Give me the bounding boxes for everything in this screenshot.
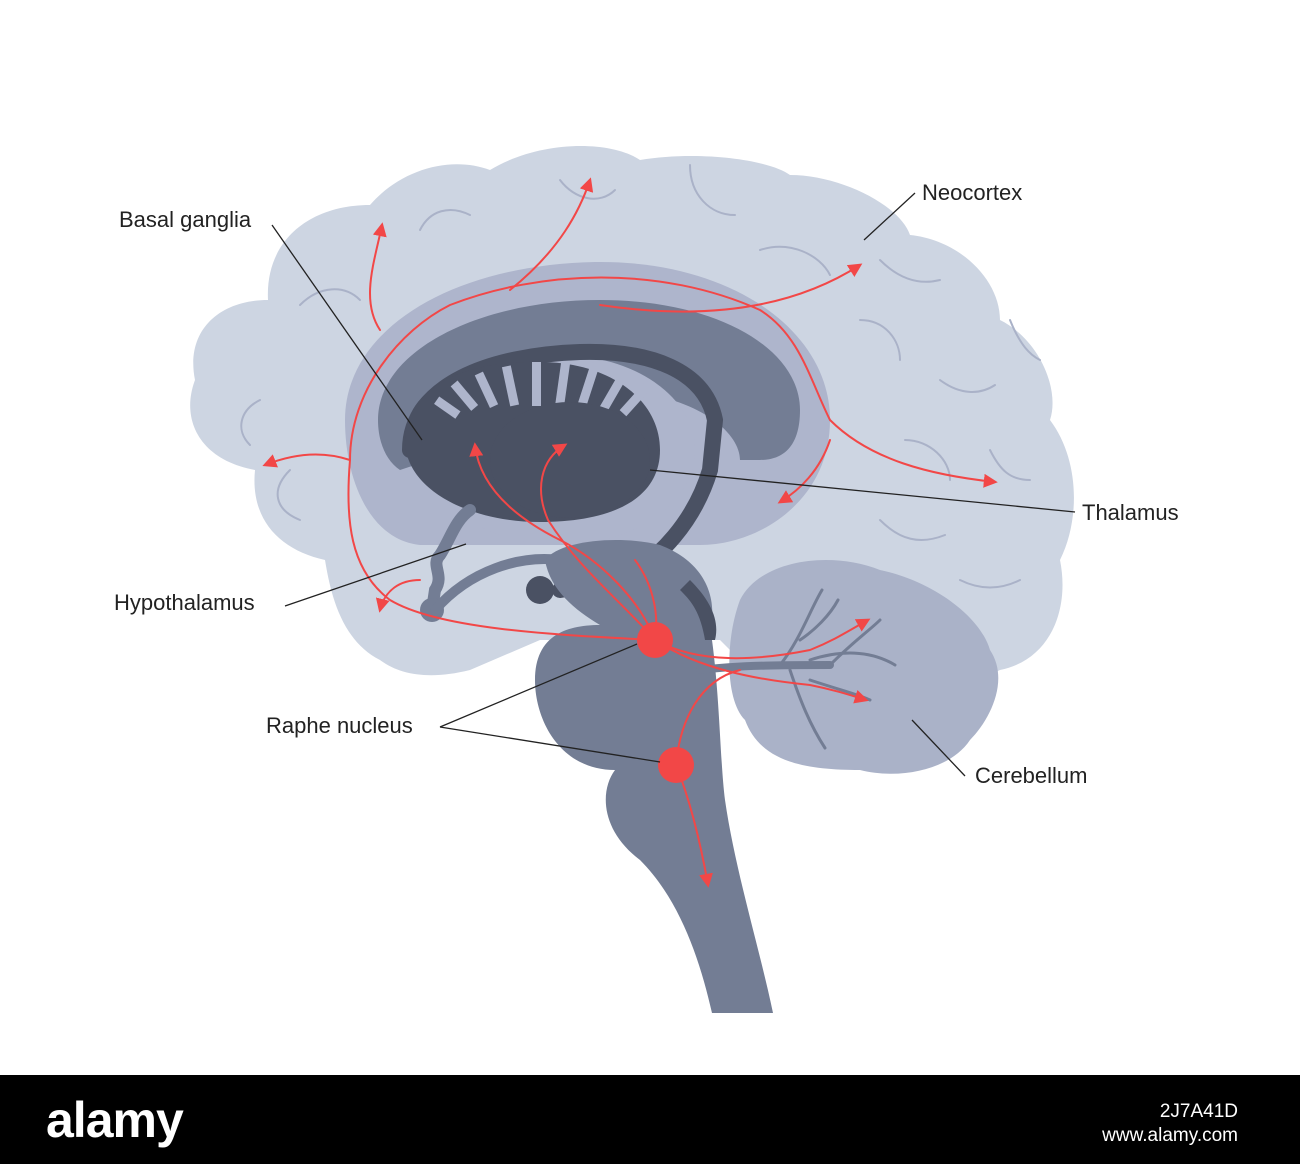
label-cerebellum: Cerebellum xyxy=(975,763,1088,788)
arbor-vitae xyxy=(696,588,897,750)
label-raphe-nucleus: Raphe nucleus xyxy=(266,713,413,738)
image-id: 2J7A41D xyxy=(1159,1101,1238,1122)
pituitary-stalk xyxy=(426,504,476,616)
label-thalamus: Thalamus xyxy=(1082,500,1179,525)
label-neocortex: Neocortex xyxy=(922,180,1023,205)
brainstem xyxy=(535,540,773,1013)
mammillary-body xyxy=(526,576,554,604)
label-hypothalamus: Hypothalamus xyxy=(114,590,255,615)
thalamus-inner xyxy=(490,402,650,518)
label-basal-ganglia: Basal ganglia xyxy=(119,207,252,232)
cerebellum-shape xyxy=(729,560,999,774)
tectum xyxy=(680,580,717,640)
watermark-footer: alamy 2J7A41D www.alamy.com xyxy=(0,1075,1300,1164)
brain-diagram xyxy=(190,146,1076,1013)
septum-slits xyxy=(434,361,654,419)
cortex-folds xyxy=(240,164,1041,589)
raphe-nucleus-lower xyxy=(658,747,694,783)
alamy-logo: alamy xyxy=(46,1092,184,1148)
serotonin-pathways xyxy=(262,177,998,888)
raphe-nucleus-upper xyxy=(637,622,673,658)
footer-url: www.alamy.com xyxy=(1102,1125,1238,1146)
leader-lines xyxy=(271,192,1076,777)
